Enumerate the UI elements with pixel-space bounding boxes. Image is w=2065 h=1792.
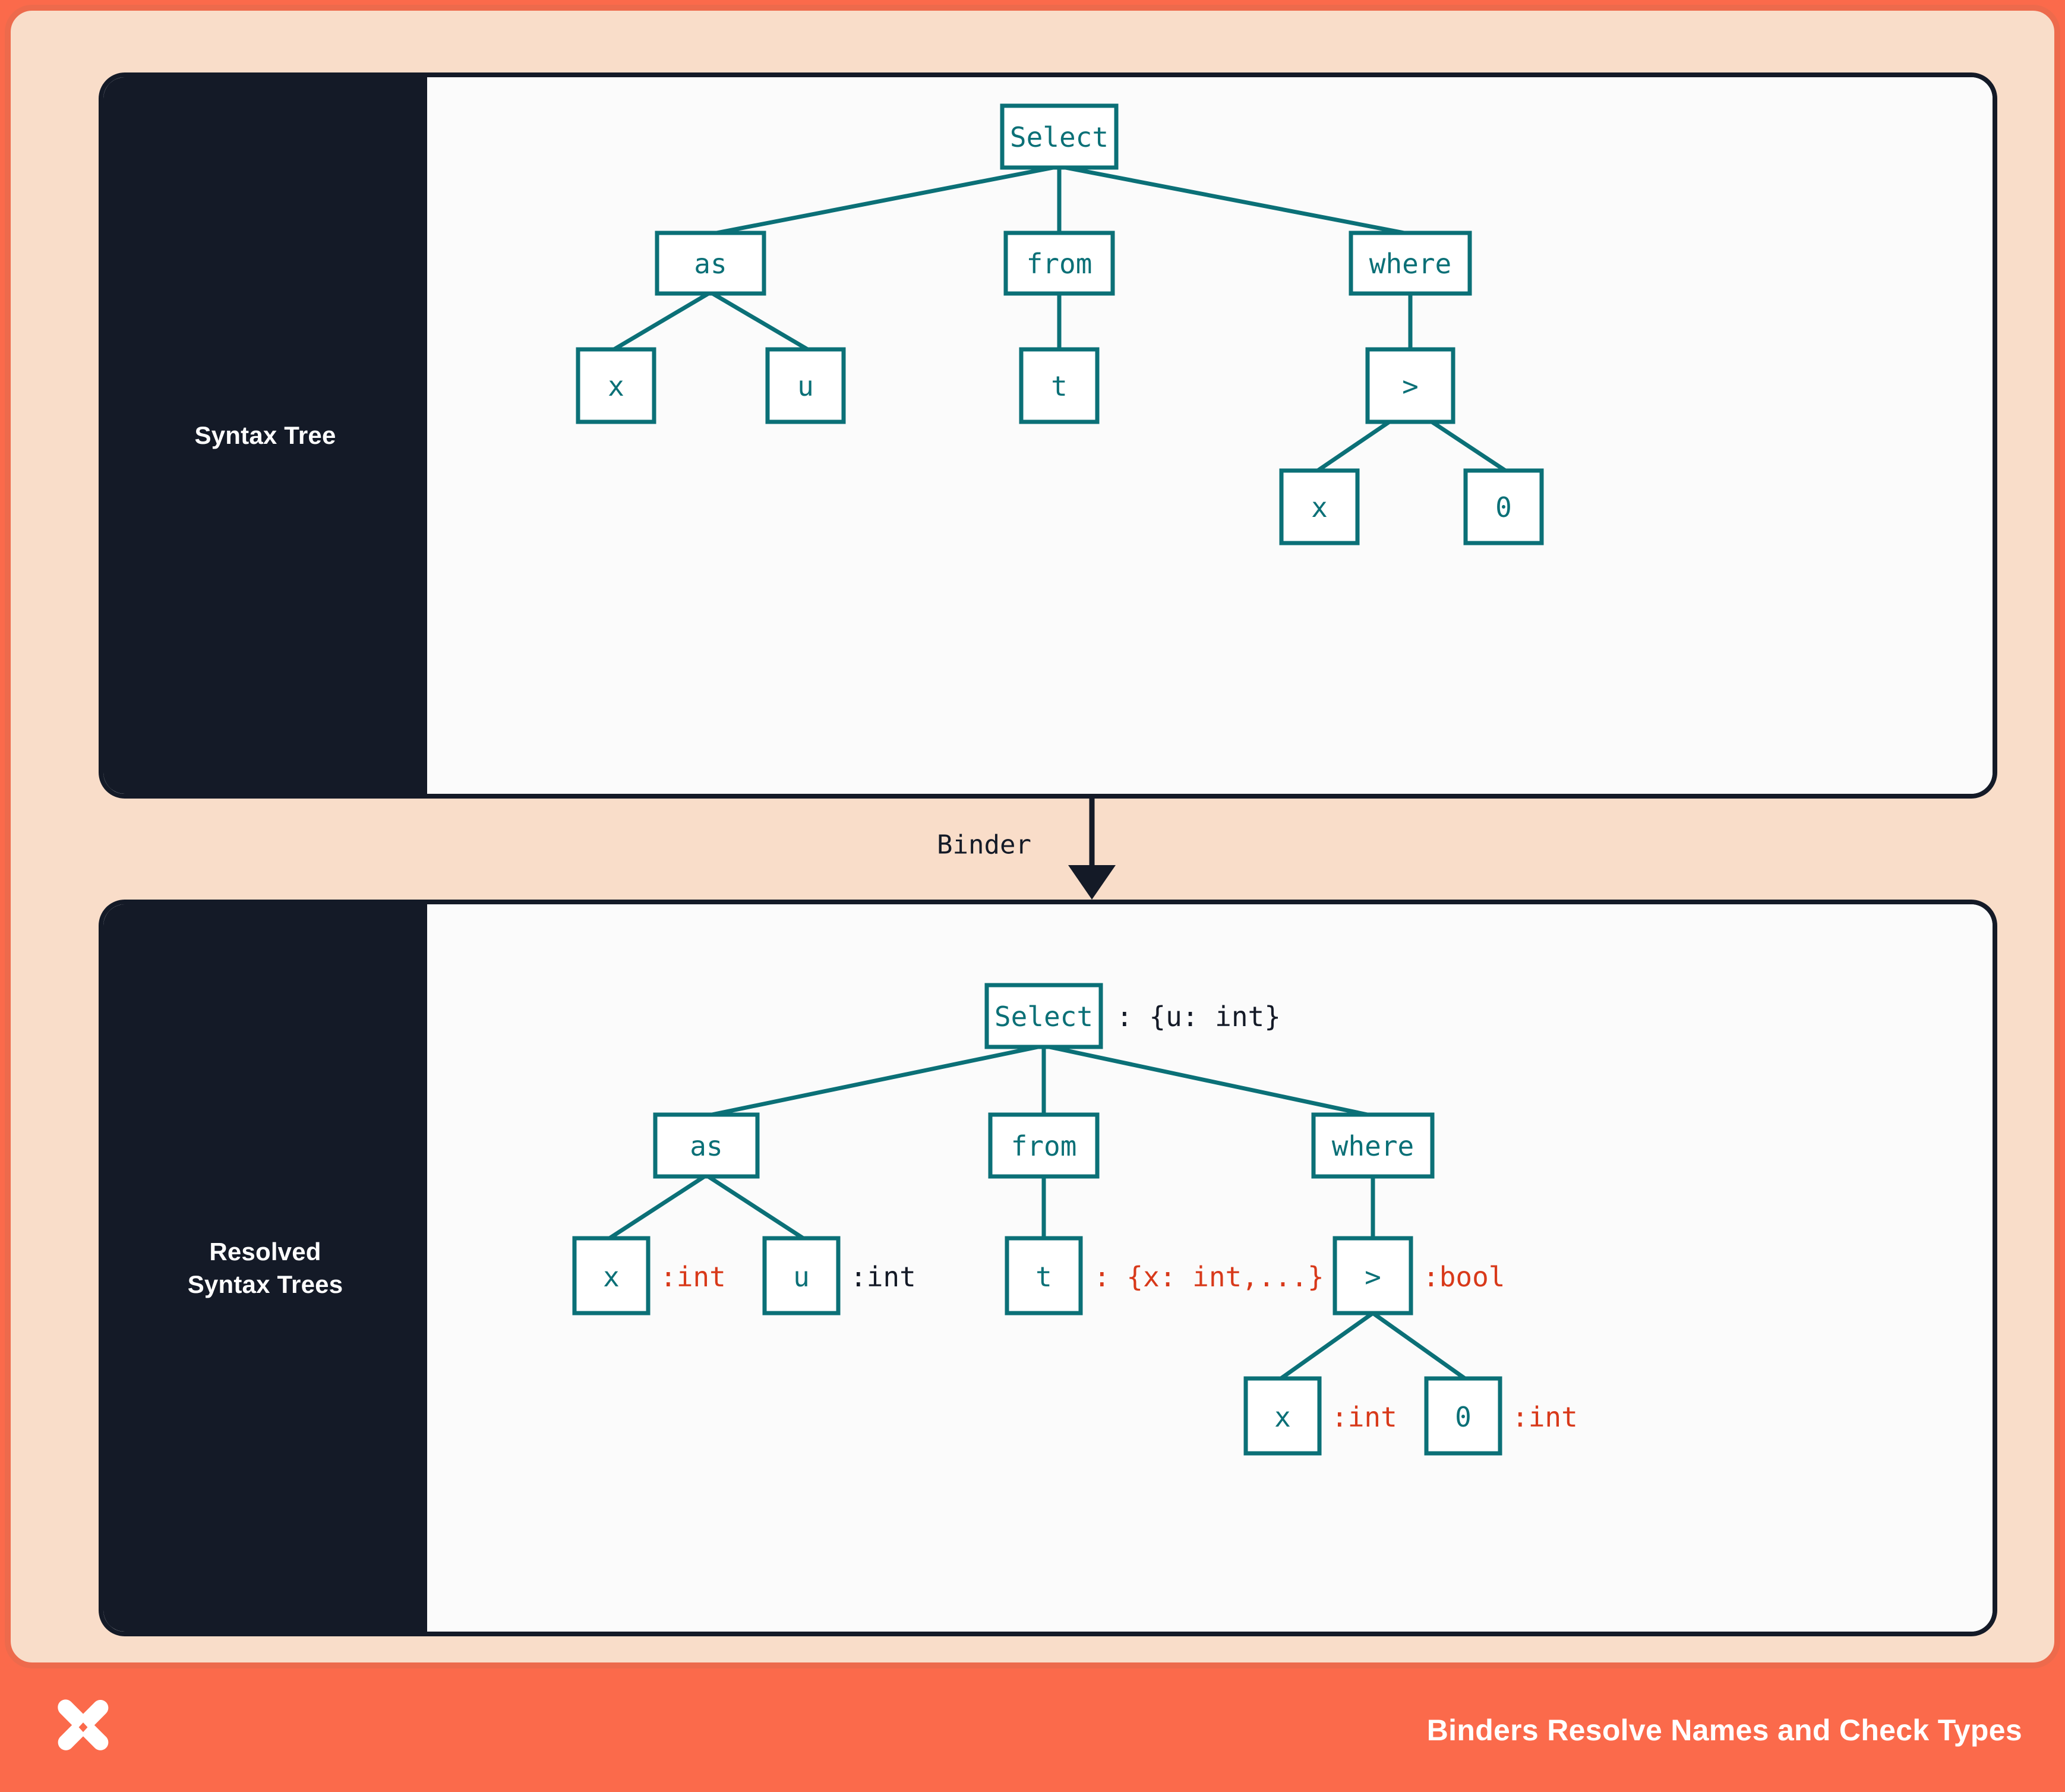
down-arrow-icon xyxy=(1068,865,1116,900)
binder-label: Binder xyxy=(937,830,1031,860)
syntax-tree-svg: Select as from where xyxy=(576,103,1544,545)
rnode-gt-zero-annotation: :int xyxy=(1512,1401,1578,1433)
rnode-as: as xyxy=(653,1112,760,1179)
node-as-label: as xyxy=(694,248,727,280)
node-gt-x-label: x xyxy=(1311,491,1328,523)
rnode-gt-x: x :int xyxy=(1243,1376,1397,1456)
rnode-from-t-label: t xyxy=(1035,1261,1052,1293)
footer-bar: Binders Resolve Names and Check Types xyxy=(0,1668,2065,1792)
rnode-select-label: Select xyxy=(994,1001,1093,1033)
rnode-gt-label: > xyxy=(1365,1261,1381,1293)
node-as-u-label: u xyxy=(797,370,814,402)
rnode-as-u: u :int xyxy=(762,1236,916,1315)
resolved-label-line1: Resolved xyxy=(209,1237,321,1266)
node-gt: > xyxy=(1365,347,1455,424)
rnode-gt-x-label: x xyxy=(1274,1401,1291,1433)
rnode-as-u-annotation: :int xyxy=(850,1261,916,1293)
edge-r-gt-0 xyxy=(1370,1310,1466,1380)
node-select-label: Select xyxy=(1010,121,1109,153)
x-mark-logo-icon xyxy=(58,1699,109,1750)
node-gt-zero-label: 0 xyxy=(1495,491,1512,523)
binder-transition: Binder xyxy=(99,799,1997,900)
rnode-gt-zero: 0 :int xyxy=(1424,1376,1578,1456)
syntax-tree-sidebar: Syntax Tree xyxy=(103,77,427,794)
rnode-select-annotation: : {u: int} xyxy=(1116,1001,1281,1033)
rnode-as-u-label: u xyxy=(793,1261,810,1293)
rnode-as-x-annotation: :int xyxy=(660,1261,726,1293)
syntax-tree-label: Syntax Tree xyxy=(194,421,336,450)
rnode-select: Select : {u: int} xyxy=(984,983,1281,1049)
rnode-gt-annotation: :bool xyxy=(1423,1261,1505,1293)
edge-select-as xyxy=(708,163,1062,237)
rnode-gt-zero-label: 0 xyxy=(1455,1401,1472,1433)
edge-select-where xyxy=(1056,163,1413,237)
footer-caption: Binders Resolve Names and Check Types xyxy=(1426,1714,2022,1747)
resolved-syntax-trees-canvas: Select : {u: int} as from xyxy=(427,904,1993,1632)
edge-r-as-x xyxy=(608,1172,709,1240)
resolved-syntax-tree-svg: Select : {u: int} as from xyxy=(572,983,1578,1456)
edge-as-x xyxy=(613,289,713,351)
node-as-x-label: x xyxy=(608,370,624,402)
node-select: Select xyxy=(1000,103,1119,170)
edge-r-as-u xyxy=(703,1172,804,1240)
rnode-as-x-label: x xyxy=(603,1261,620,1293)
binder-arrow-svg: Binder xyxy=(937,799,1116,900)
node-as-x: x xyxy=(576,347,656,424)
node-where: where xyxy=(1349,231,1472,296)
edge-r-select-as xyxy=(703,1043,1047,1119)
edge-r-gt-x xyxy=(1280,1310,1376,1380)
resolved-label-line2: Syntax Trees xyxy=(187,1270,343,1298)
rnode-from-t: t : {x: int,...} xyxy=(1005,1236,1324,1315)
node-gt-label: > xyxy=(1402,370,1419,402)
edge-as-u xyxy=(708,289,809,351)
rnode-from-t-annotation: : {x: int,...} xyxy=(1094,1261,1324,1293)
body-panel: Syntax Tree xyxy=(5,5,2060,1668)
rnode-gt: > :bool xyxy=(1333,1236,1505,1315)
node-gt-zero: 0 xyxy=(1463,468,1544,545)
resolved-syntax-trees-sidebar: Resolved Syntax Trees xyxy=(103,904,427,1632)
node-from-t-label: t xyxy=(1051,370,1068,402)
node-gt-x: x xyxy=(1279,468,1360,545)
rnode-where: where xyxy=(1311,1112,1435,1179)
resolved-syntax-trees-label: Resolved Syntax Trees xyxy=(188,1235,343,1301)
resolved-syntax-trees-card: Resolved Syntax Trees xyxy=(99,900,1997,1636)
node-as: as xyxy=(655,231,766,296)
node-from-t: t xyxy=(1019,347,1100,424)
node-from: from xyxy=(1003,231,1115,296)
node-where-label: where xyxy=(1369,248,1451,280)
rnode-as-x: x :int xyxy=(572,1236,726,1315)
rnode-from-label: from xyxy=(1011,1130,1077,1162)
syntax-tree-canvas: Select as from where xyxy=(427,77,1993,794)
edge-r-select-where xyxy=(1041,1043,1376,1119)
node-as-u: u xyxy=(765,347,846,424)
syntax-tree-card: Syntax Tree xyxy=(99,72,1997,799)
rnode-from: from xyxy=(988,1112,1100,1179)
rnode-where-label: where xyxy=(1332,1130,1414,1162)
rnode-as-label: as xyxy=(690,1130,722,1162)
node-from-label: from xyxy=(1027,248,1093,280)
rnode-gt-x-annotation: :int xyxy=(1331,1401,1397,1433)
